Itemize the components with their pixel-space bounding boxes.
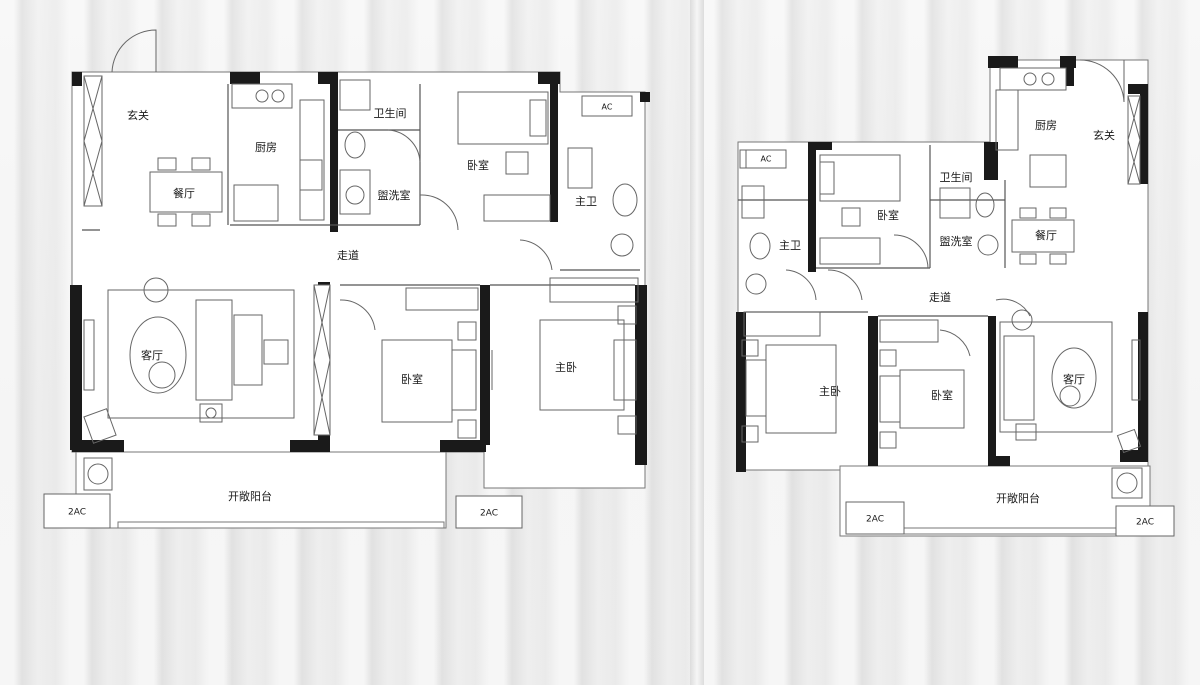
plan-b-dining-table bbox=[1011, 207, 1075, 265]
plan-b-label-bedroom-north: 卧室 bbox=[877, 208, 899, 222]
plan-b-living-furniture bbox=[999, 309, 1142, 454]
plan-a-doors bbox=[111, 29, 553, 331]
plan-b-label-dining: 餐厅 bbox=[1035, 228, 1057, 242]
plan-b bbox=[736, 56, 1175, 537]
plan-a-label-master-bedroom: 主卧 bbox=[555, 361, 577, 374]
panel-divider bbox=[690, 0, 704, 685]
plan-b-label-balcony: 开敞阳台 bbox=[996, 491, 1040, 505]
plan-b-label-corridor: 走道 bbox=[929, 290, 951, 304]
plan-a-floor bbox=[71, 71, 646, 489]
plan-b-floor bbox=[737, 59, 1149, 471]
plan-a-ac-tag-1: AC bbox=[602, 103, 613, 112]
plan-b-ac-tag-2: 2AC bbox=[866, 515, 884, 525]
plan-a-label-bedroom-south: 卧室 bbox=[401, 372, 423, 386]
plan-b-label-bedroom-south: 卧室 bbox=[931, 388, 953, 402]
plan-a-label-bathroom: 卫生间 bbox=[374, 106, 407, 120]
plan-b-bed-north bbox=[819, 154, 901, 265]
plan-a-label-balcony: 开敞阳台 bbox=[228, 489, 272, 503]
plan-a-label-foyer: 玄关 bbox=[127, 108, 149, 122]
plan-a-master-bed bbox=[539, 277, 639, 435]
plan-a-label-living: 客厅 bbox=[141, 348, 163, 362]
plan-a-ac-tag-2: 2AC bbox=[68, 508, 86, 518]
plan-b-master-bed bbox=[741, 311, 837, 443]
plan-a-label-bedroom-north: 卧室 bbox=[467, 158, 489, 172]
plan-b-label-master-bedroom: 主卧 bbox=[819, 385, 841, 398]
plan-a-label-corridor: 走道 bbox=[337, 248, 359, 262]
plan-a-partitions bbox=[82, 84, 640, 286]
plan-b-label-washroom: 盥洗室 bbox=[940, 234, 973, 248]
plan-a-dining-table bbox=[149, 157, 223, 227]
plan-b-label-foyer: 玄关 bbox=[1093, 128, 1115, 142]
plan-a-ac-units bbox=[43, 95, 633, 529]
plan-a-ac-tag-3: 2AC bbox=[480, 509, 498, 519]
plan-b-ac-tag-1: AC bbox=[761, 155, 772, 164]
plan-b-windows bbox=[1127, 95, 1141, 185]
plan-a-label-kitchen: 厨房 bbox=[255, 141, 277, 154]
plan-b-kitchen-fixtures bbox=[995, 67, 1067, 188]
plan-a-labels: 玄关 餐厅 厨房 卫生间 盥洗室 卧室 主卫 走道 客厅 卧室 主卧 开敞阳台 … bbox=[68, 103, 613, 519]
plan-a-balcony-floor bbox=[75, 451, 447, 529]
plan-a-label-dining: 餐厅 bbox=[173, 186, 195, 200]
plan-b-labels: 厨房 玄关 卧室 卫生间 盥洗室 主卫 餐厅 走道 主卧 卧室 客厅 开敞阳台 … bbox=[761, 119, 1154, 528]
plan-b-bed-south bbox=[879, 319, 965, 449]
plan-a-living-furniture bbox=[83, 277, 295, 444]
plan-a bbox=[43, 29, 650, 529]
plan-a-label-master-bath: 主卫 bbox=[575, 195, 597, 208]
plan-a-bed-north bbox=[457, 91, 551, 222]
plan-b-label-bathroom: 卫生间 bbox=[940, 170, 973, 184]
plan-a-bed-south bbox=[381, 287, 493, 439]
plan-b-label-kitchen: 厨房 bbox=[1035, 119, 1057, 132]
plan-b-label-living: 客厅 bbox=[1063, 372, 1085, 386]
plan-a-kitchen-fixtures bbox=[231, 83, 325, 222]
plan-a-windows bbox=[83, 75, 331, 436]
plan-a-bathroom-fixtures bbox=[339, 79, 638, 257]
plan-b-label-master-bath: 主卫 bbox=[779, 239, 801, 252]
plan-b-ac-units bbox=[745, 149, 1175, 537]
plan-b-ac-tag-3: 2AC bbox=[1136, 518, 1154, 528]
plan-b-walls bbox=[736, 56, 1148, 472]
plan-a-balcony-railing bbox=[117, 521, 445, 529]
plan-a-label-washroom: 盥洗室 bbox=[378, 188, 411, 202]
plan-b-doors bbox=[785, 59, 1125, 357]
